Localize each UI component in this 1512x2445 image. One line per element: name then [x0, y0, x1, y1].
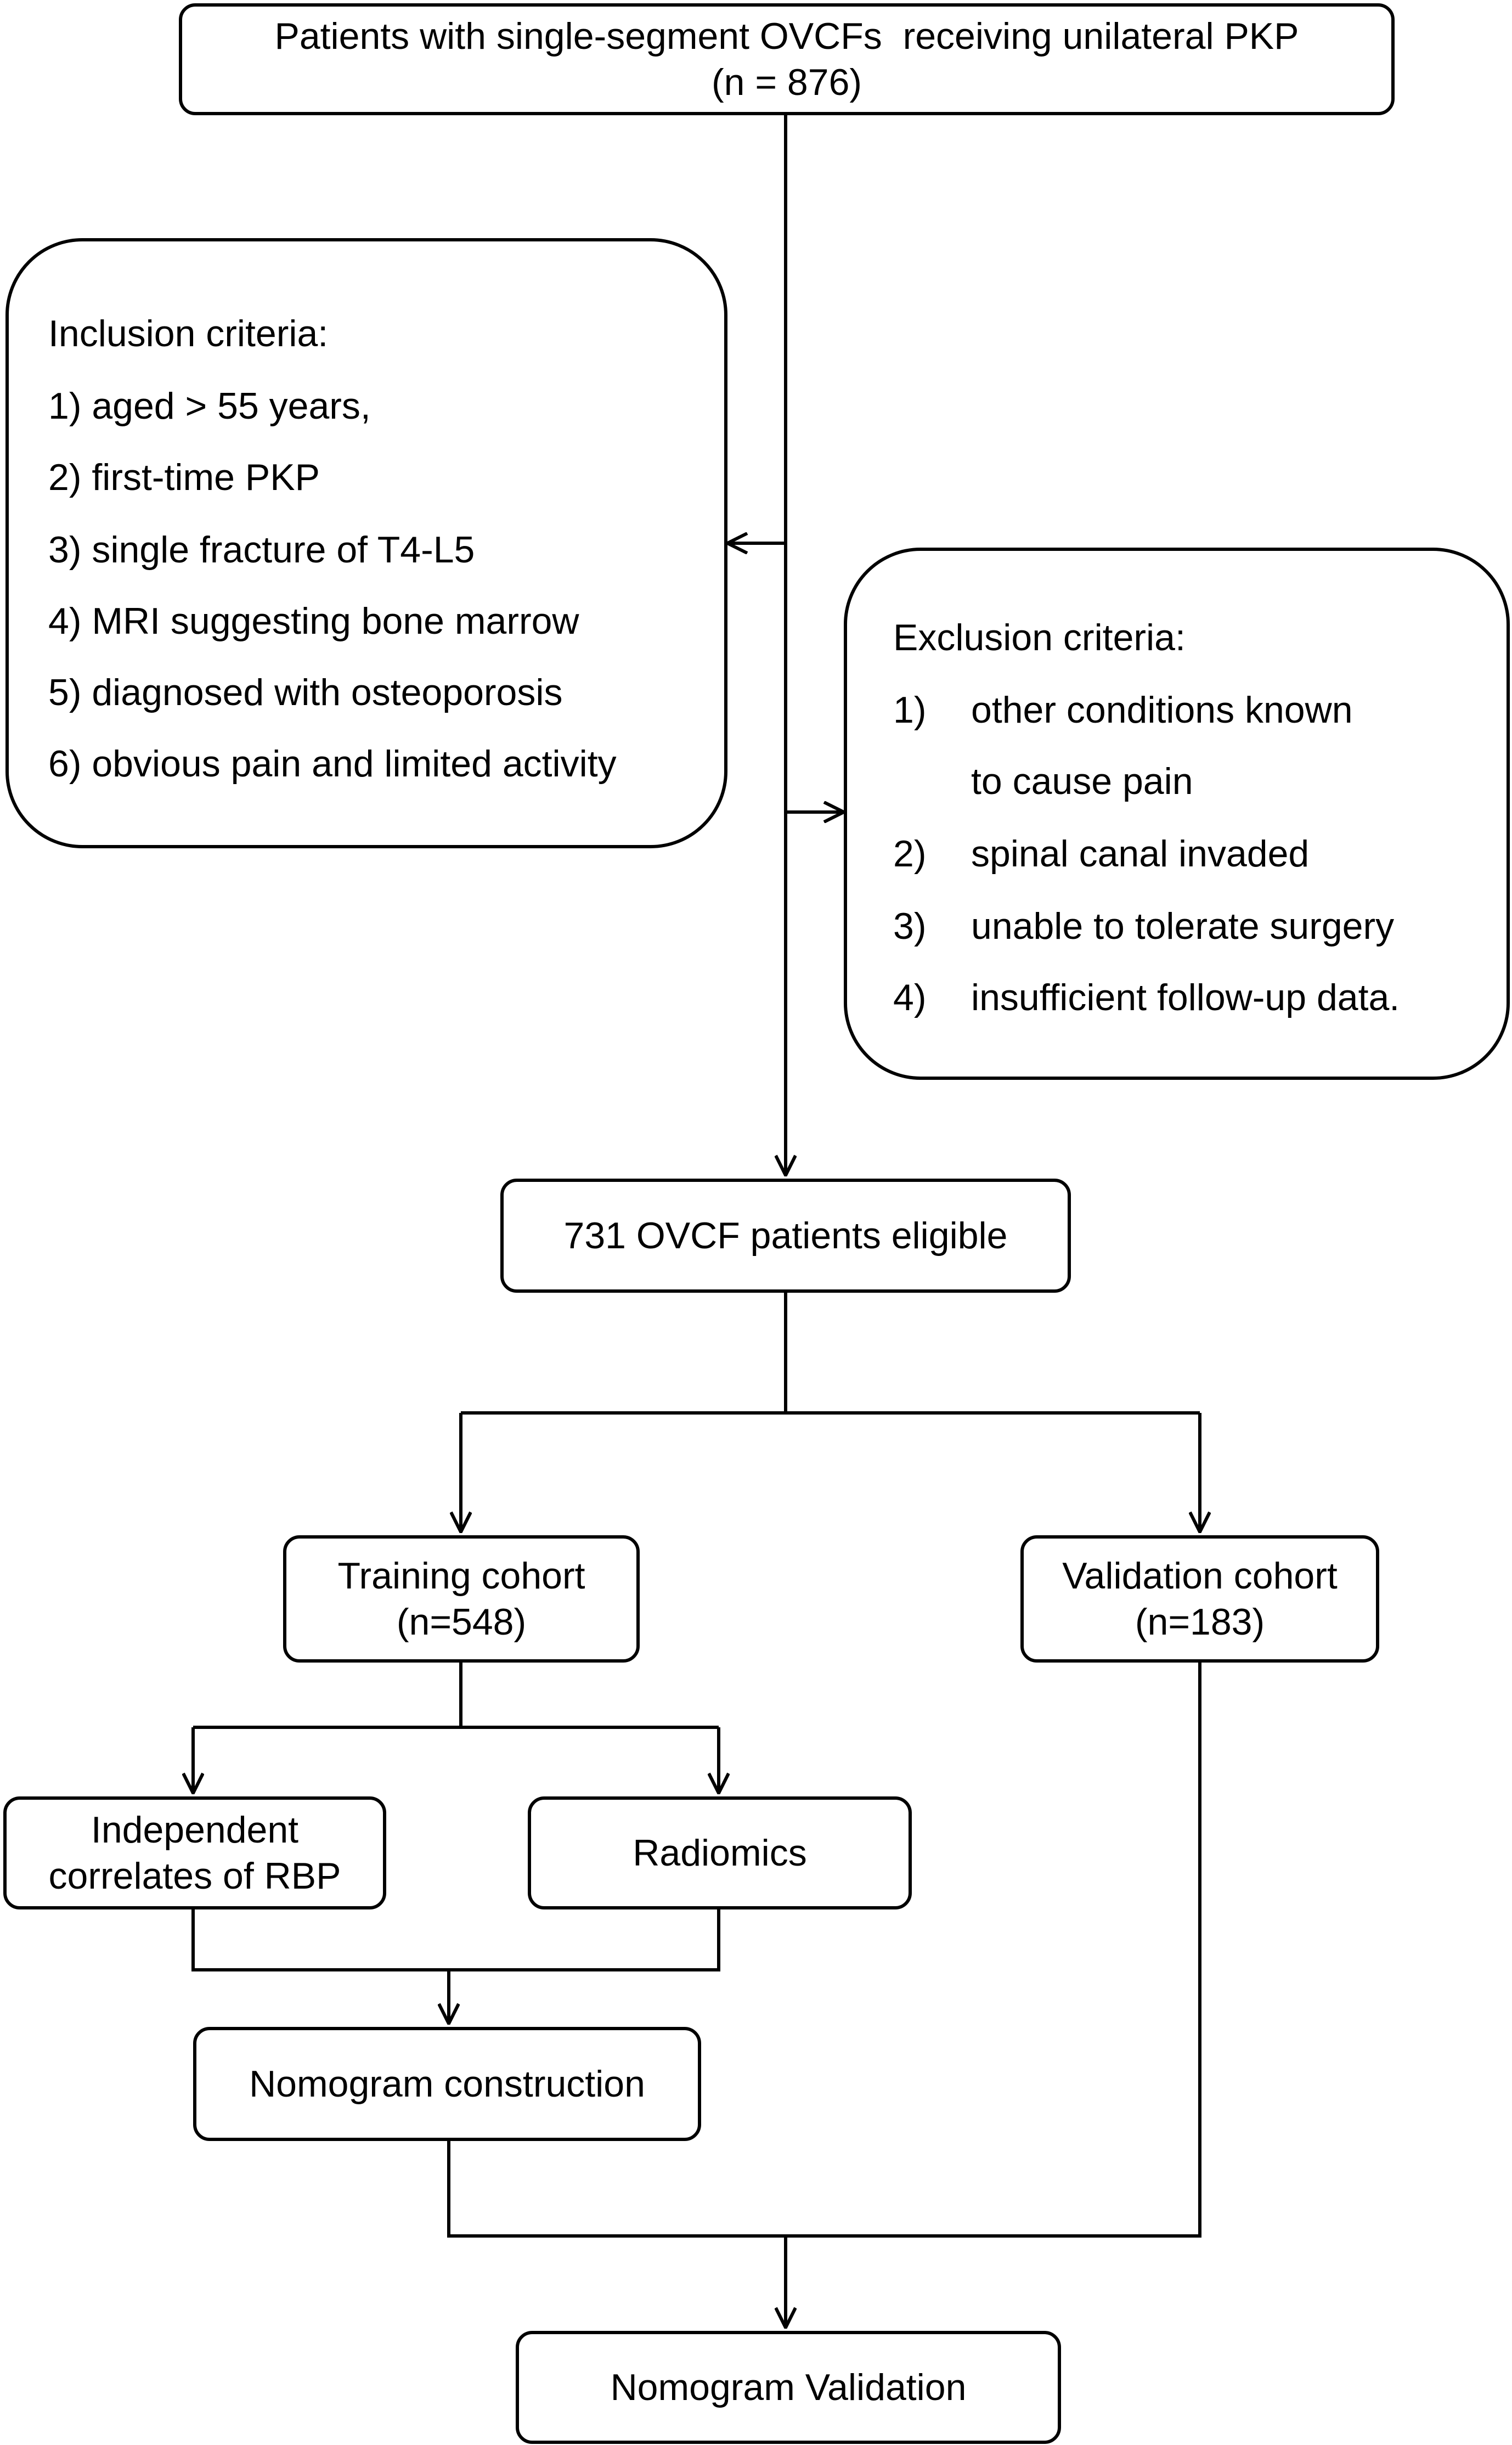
top-box: Patients with single-segment OVCFs recei… [179, 3, 1395, 115]
exclusion-item: other conditions known [971, 689, 1353, 731]
training-cohort-count: (n=548) [396, 1601, 527, 1643]
inclusion-criteria-title: Inclusion criteria: [48, 313, 329, 354]
exclusion-criteria-box: Exclusion criteria: 1) other conditions … [844, 548, 1510, 1080]
eligible-box: 731 OVCF patients eligible [500, 1179, 1071, 1293]
nomogram-validation-box: Nomogram Validation [516, 2331, 1061, 2444]
radiomics-label: Radiomics [633, 1832, 807, 1874]
training-cohort-label: Training cohort [337, 1555, 585, 1597]
exclusion-item: spinal canal invaded [971, 833, 1310, 875]
inclusion-item: 5) diagnosed with osteoporosis [48, 672, 563, 713]
independent-correlates-line2: correlates of RBP [48, 1855, 341, 1897]
radiomics-box: Radiomics [528, 1796, 912, 1909]
nomogram-validation-label: Nomogram Validation [610, 2367, 967, 2408]
independent-correlates-line1: Independent [91, 1809, 299, 1851]
inclusion-item: 3) single fracture of T4-L5 [48, 529, 475, 571]
validation-cohort-box: Validation cohort (n=183) [1020, 1535, 1379, 1663]
inclusion-item: 4) MRI suggesting bone marrow [48, 600, 579, 642]
exclusion-item-number: 3) [893, 905, 927, 947]
connector-merge-to-construction [191, 1909, 720, 1971]
inclusion-item: 6) obvious pain and limited activity [48, 743, 617, 785]
independent-correlates-box: Independent correlates of RBP [3, 1796, 386, 1909]
inclusion-criteria-box: Inclusion criteria: 1) aged > 55 years, … [5, 238, 727, 848]
validation-cohort-count: (n=183) [1135, 1601, 1265, 1643]
exclusion-item: unable to tolerate surgery [971, 905, 1395, 947]
top-box-line2: (n = 876) [711, 61, 862, 103]
connector-construction-down [447, 1663, 1201, 2238]
exclusion-criteria-title: Exclusion criteria: [893, 617, 1186, 658]
exclusion-item-number: 1) [893, 689, 927, 731]
inclusion-item: 1) aged > 55 years, [48, 385, 371, 427]
training-cohort-box: Training cohort (n=548) [283, 1535, 640, 1663]
exclusion-item: to cause pain [971, 760, 1193, 802]
nomogram-construction-box: Nomogram construction [193, 2027, 701, 2141]
validation-cohort-label: Validation cohort [1062, 1555, 1338, 1597]
inclusion-item: 2) first-time PKP [48, 457, 320, 498]
top-box-line1: Patients with single-segment OVCFs recei… [274, 15, 1299, 57]
exclusion-item: insufficient follow-up data. [971, 977, 1400, 1018]
exclusion-item-number: 4) [893, 977, 927, 1018]
eligible-label: 731 OVCF patients eligible [563, 1215, 1008, 1257]
nomogram-construction-label: Nomogram construction [249, 2063, 645, 2105]
exclusion-item-number: 2) [893, 833, 927, 875]
